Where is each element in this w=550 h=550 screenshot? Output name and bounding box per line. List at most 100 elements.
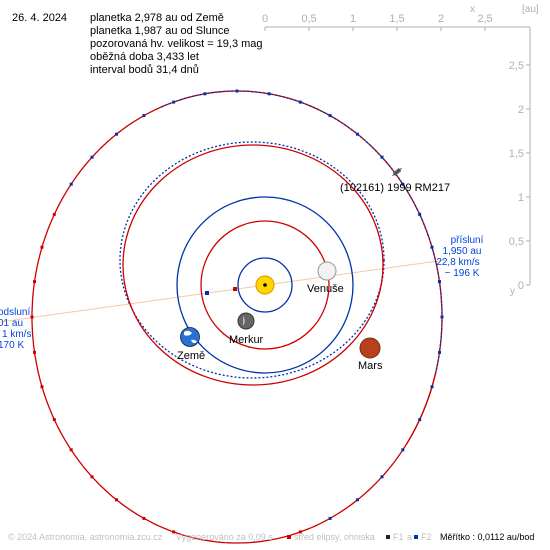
mars-label: Mars	[358, 360, 383, 372]
x-axis-label: x	[470, 4, 475, 15]
date-label: 26. 4. 2024	[12, 12, 68, 24]
x-tick-label: 0	[262, 13, 268, 25]
info-line-period: oběžná doba 3,433 let	[90, 51, 199, 63]
orbit-point	[142, 114, 146, 118]
legend-f1-label: F1	[393, 532, 404, 542]
mars-orbit	[119, 141, 385, 379]
x-tick-label: 2,5	[477, 13, 492, 25]
orbit-point	[380, 155, 384, 159]
orbit-point	[30, 315, 34, 319]
x-tick-label: 1,5	[389, 13, 404, 25]
aphelion-info: odsluní 01 au 1 km/s 170 K	[0, 307, 31, 351]
info-line-magnitude: pozorovaná hv. velikost = 19,3 mag	[90, 38, 263, 50]
orbit-point	[267, 92, 271, 96]
info-line-earth-distance: planetka 2,978 au od Země	[90, 12, 224, 24]
aphelion-title: odsluní	[0, 307, 30, 318]
orbit-arc	[161, 90, 437, 261]
orbit-point	[172, 530, 176, 534]
legend-a-label: a	[407, 532, 412, 542]
x-tick-label: 0,5	[301, 13, 316, 25]
orbit-point	[90, 155, 94, 159]
venus-orbit	[200, 220, 330, 350]
orbit-point	[401, 182, 405, 186]
orbit-point	[142, 516, 146, 520]
orbit-point	[438, 350, 441, 354]
mercury-shade	[243, 316, 245, 326]
y-tick-label: 0	[518, 280, 524, 292]
orbit-point	[438, 280, 441, 284]
orbit-point	[33, 280, 36, 284]
footer-scale: Měřítko : 0,0112 au/bod	[440, 532, 534, 542]
perihelion-info: přísluní 1,950 au 22,8 km/s ~ 196 K	[436, 235, 483, 279]
asteroid-info: planetka 2,978 au od Země planetka 1,987…	[90, 12, 263, 77]
legend-f2-marker	[414, 535, 418, 539]
footer-generated: Vygenerováno za 0,09 s	[176, 532, 273, 542]
orbit-point	[115, 498, 118, 502]
legend-center-label: střed elipsy, ohniska	[294, 532, 375, 542]
orbit-arc	[394, 373, 437, 462]
earth-label: Země	[177, 350, 205, 362]
orbit-point	[69, 182, 73, 186]
perihelion-title: přísluní	[451, 235, 484, 246]
asteroid-inner-path	[122, 144, 384, 386]
perihelion-speed: 22,8 km/s	[436, 257, 479, 268]
orbit-point	[356, 132, 359, 136]
x-tick-label: 2	[438, 13, 444, 25]
x-tick-label: 1	[350, 13, 356, 25]
orbit-point	[418, 418, 422, 422]
orbit-point	[401, 448, 405, 452]
footer-copyright: © 2024 Astronomia, astronomia.zcu.cz	[8, 532, 163, 542]
y-tick-label: 2,5	[509, 60, 524, 72]
orbit-point	[380, 475, 384, 479]
orbit-point	[90, 475, 94, 479]
info-line-sun-distance: planetka 1,987 au od Slunce	[90, 25, 230, 37]
earth-icon	[180, 327, 200, 347]
orbit-point	[115, 132, 118, 136]
orbit-point	[52, 418, 56, 422]
venus-label: Venuše	[307, 283, 344, 295]
mercury-label: Merkur	[229, 334, 264, 346]
aphelion-distance: 01 au	[0, 318, 23, 329]
legend-center-marker	[287, 535, 291, 539]
aphelion-temperature: 170 K	[0, 340, 24, 351]
mars-icon	[359, 337, 381, 359]
mercury-orbit	[237, 257, 293, 313]
sun-focus-marker	[263, 283, 267, 287]
ellipse-center-marker	[233, 287, 237, 291]
earth-orbit	[176, 196, 354, 374]
orbit-point	[430, 245, 434, 249]
orbit-point	[172, 100, 176, 104]
asteroid-orbit	[30, 89, 444, 544]
orbit-point	[33, 350, 36, 354]
aphelion-speed: 1 km/s	[2, 329, 31, 340]
legend-f1-marker	[386, 535, 390, 539]
orbit-point	[440, 315, 444, 319]
info-line-interval: interval bodů 31,4 dnů	[90, 64, 199, 76]
y-tick-label: 1	[518, 192, 524, 204]
orbit-point	[328, 516, 332, 520]
orbit-arc	[31, 106, 162, 317]
perihelion-temperature: ~ 196 K	[445, 268, 480, 279]
earth-clouds	[184, 330, 197, 344]
orbit-point	[298, 530, 302, 534]
orbit-point	[356, 498, 359, 502]
orbit-point	[52, 212, 56, 216]
orbit-point	[418, 212, 422, 216]
y-tick-label: 2	[518, 104, 524, 116]
f2-marker	[205, 291, 209, 295]
orbit-point	[298, 100, 302, 104]
orbit-point	[69, 448, 73, 452]
orbit-point	[328, 114, 332, 118]
orbit-arc	[31, 317, 396, 544]
legend-f2-label: F2	[421, 532, 432, 542]
orbit-point	[430, 385, 434, 389]
x-axis-ticks: 0 0,5 1 1,5 2 2,5	[262, 13, 493, 31]
y-axis-label: y	[510, 286, 515, 297]
orbit-point	[203, 92, 207, 96]
orbit-point	[235, 89, 239, 93]
apsides-line	[0, 259, 446, 323]
unit-label: [au]	[522, 4, 539, 15]
y-tick-label: 1,5	[509, 148, 524, 160]
orbit-point	[40, 385, 44, 389]
